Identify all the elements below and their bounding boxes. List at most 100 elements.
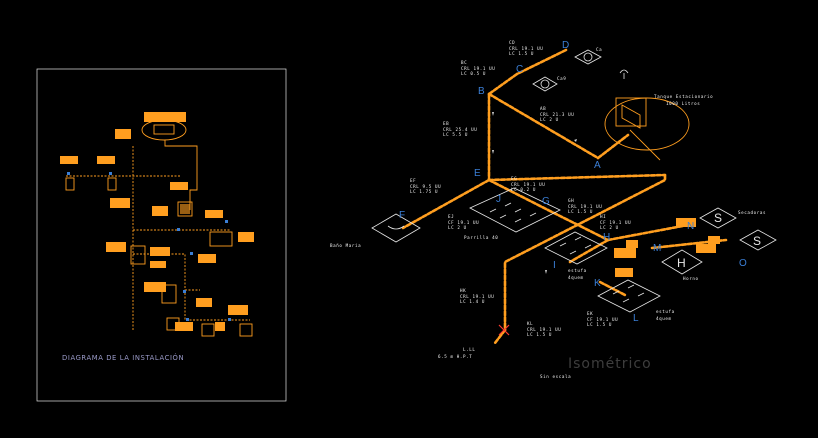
note-ej-1: CF 19.1 UU bbox=[448, 220, 479, 225]
heater-ca9 bbox=[532, 76, 558, 92]
panel-frame bbox=[36, 68, 287, 402]
node-g: G bbox=[542, 196, 550, 207]
fitting-blocks bbox=[614, 218, 720, 277]
isometric-drawing: S S H A B C D E F G H bbox=[330, 40, 777, 379]
tag-bc: BC bbox=[461, 60, 467, 65]
tag-ef: EF bbox=[410, 178, 416, 183]
estufa-i-equipment bbox=[544, 231, 608, 265]
horno-label: Horno bbox=[683, 276, 699, 281]
note-eg-2: LC 0.2 U bbox=[511, 187, 536, 192]
note-hk-1: CRL 19.1 UU bbox=[460, 294, 494, 299]
valve-note-1: L.LL bbox=[463, 347, 475, 352]
bano-maria-equipment bbox=[371, 213, 421, 243]
note-eb-2: LC 5.5 U bbox=[443, 132, 468, 137]
tag-ab: AB bbox=[540, 106, 546, 111]
flow-arrows bbox=[492, 112, 577, 274]
note-kl-1: CRL 19.1 UU bbox=[527, 327, 561, 332]
horno: H bbox=[661, 249, 703, 275]
pipe-cd bbox=[515, 48, 568, 76]
secadora-2: S bbox=[739, 229, 777, 251]
pipe-network bbox=[401, 48, 728, 345]
tag-eb: EB bbox=[443, 121, 449, 126]
note-hi-1: CF 19.1 UU bbox=[600, 220, 631, 225]
pipe-e-a bbox=[487, 173, 667, 182]
installation-diagram-panel: DIAGRAMA DE LA INSTALACIÓN bbox=[36, 68, 287, 402]
svg-text:H: H bbox=[677, 256, 686, 270]
node-d: D bbox=[562, 40, 569, 51]
diagram-tank bbox=[141, 112, 187, 141]
note-ab-1: CRL 21.3 UU bbox=[540, 112, 574, 117]
note-hi-2: LC 2 U bbox=[600, 225, 619, 230]
note-ab-2: LC 2 U bbox=[540, 117, 559, 122]
estufa-i-label-2: 4quem bbox=[568, 275, 584, 280]
svg-text:S: S bbox=[714, 211, 722, 225]
estufa-i-label-1: estufa bbox=[568, 268, 587, 273]
node-m: M bbox=[653, 243, 661, 254]
note-kl-2: LC 1.5 U bbox=[527, 332, 552, 337]
node-h: H bbox=[603, 232, 610, 243]
note-cd-2: LC 1.5 U bbox=[509, 51, 534, 56]
secadoras-label: Secadoras bbox=[738, 210, 766, 215]
estufa-l-label-2: 4quem bbox=[656, 316, 672, 321]
estufa-l-equipment bbox=[597, 279, 661, 313]
note-eb-1: CRL 25.4 UU bbox=[443, 127, 477, 132]
svg-text:S: S bbox=[753, 234, 761, 248]
tag-hi: HI bbox=[600, 214, 606, 219]
node-e: E bbox=[474, 168, 481, 179]
tag-kl: KL bbox=[527, 321, 533, 326]
note-ek-1: CF 19.1 UU bbox=[587, 317, 618, 322]
stationary-tank bbox=[604, 69, 690, 161]
node-j: J bbox=[496, 194, 501, 205]
diagram-main-pipe bbox=[164, 140, 198, 210]
note-gh-2: LC 1.5 U bbox=[568, 209, 593, 214]
pipe-ef bbox=[401, 178, 491, 230]
note-ej-2: LC 2 U bbox=[448, 225, 467, 230]
tag-cd: CD bbox=[509, 40, 515, 45]
pipe-bc bbox=[487, 72, 519, 96]
tag-ek: EK bbox=[587, 311, 593, 316]
equipment-labels: Tanque Estacionario 1000 Litros Baño Mar… bbox=[330, 47, 766, 359]
pipe-a-tank bbox=[596, 133, 630, 160]
isometric-subtitle: Sin escala bbox=[540, 374, 571, 379]
node-n: N bbox=[687, 221, 694, 232]
diagram-appliances bbox=[60, 129, 254, 337]
isometric-title: Isométrico bbox=[568, 356, 652, 372]
tag-gh: GH bbox=[568, 198, 574, 203]
pipe-hi bbox=[568, 238, 610, 264]
note-bc-1: CRL 19.1 UU bbox=[461, 66, 495, 71]
node-c: C bbox=[516, 64, 523, 75]
note-bc-2: LC 0.5 U bbox=[461, 71, 486, 76]
heater-ca bbox=[574, 49, 602, 65]
pipe-eg bbox=[487, 178, 550, 212]
tag-ej: EJ bbox=[448, 214, 454, 219]
node-o: O bbox=[739, 258, 747, 269]
node-l: L bbox=[633, 313, 639, 324]
ca9-label: Ca9 bbox=[557, 76, 566, 81]
pipe-notes: CD CRL 19.1 UU LC 1.5 U BC CRL 19.1 UU L… bbox=[410, 40, 631, 337]
secadora-1: S bbox=[699, 207, 737, 229]
bano-maria-label: Baño María bbox=[330, 243, 361, 248]
node-a: A bbox=[594, 160, 601, 171]
diagram-title: DIAGRAMA DE LA INSTALACIÓN bbox=[62, 353, 184, 362]
diagram-markers bbox=[67, 172, 231, 321]
node-b: B bbox=[478, 86, 485, 97]
note-ef-2: LC 1.75 U bbox=[410, 189, 438, 194]
parrilla-label: Parrilla 40 bbox=[464, 235, 498, 240]
tank-label-1: Tanque Estacionario bbox=[654, 94, 713, 99]
pipe-valve bbox=[493, 328, 507, 345]
note-gh-1: CRL 19.1 UU bbox=[568, 204, 602, 209]
note-ef-1: CRL 9.5 UU bbox=[410, 184, 441, 189]
tag-hk: HK bbox=[460, 288, 466, 293]
tag-eg: EG bbox=[511, 176, 517, 181]
note-ek-2: LC 1.5 U bbox=[587, 322, 612, 327]
note-hk-2: LC 1.4 U bbox=[460, 299, 485, 304]
shutoff-valve bbox=[498, 324, 510, 336]
note-cd-1: CRL 19.1 UU bbox=[509, 46, 543, 51]
parrilla-equipment bbox=[469, 187, 561, 233]
node-labels: A B C D E F G H I J K L M N O bbox=[399, 40, 747, 324]
tank-label-2: 1000 Litros bbox=[666, 101, 700, 106]
pipe-riser bbox=[503, 173, 667, 332]
pipe-ba bbox=[487, 92, 600, 160]
node-i: I bbox=[553, 260, 556, 271]
